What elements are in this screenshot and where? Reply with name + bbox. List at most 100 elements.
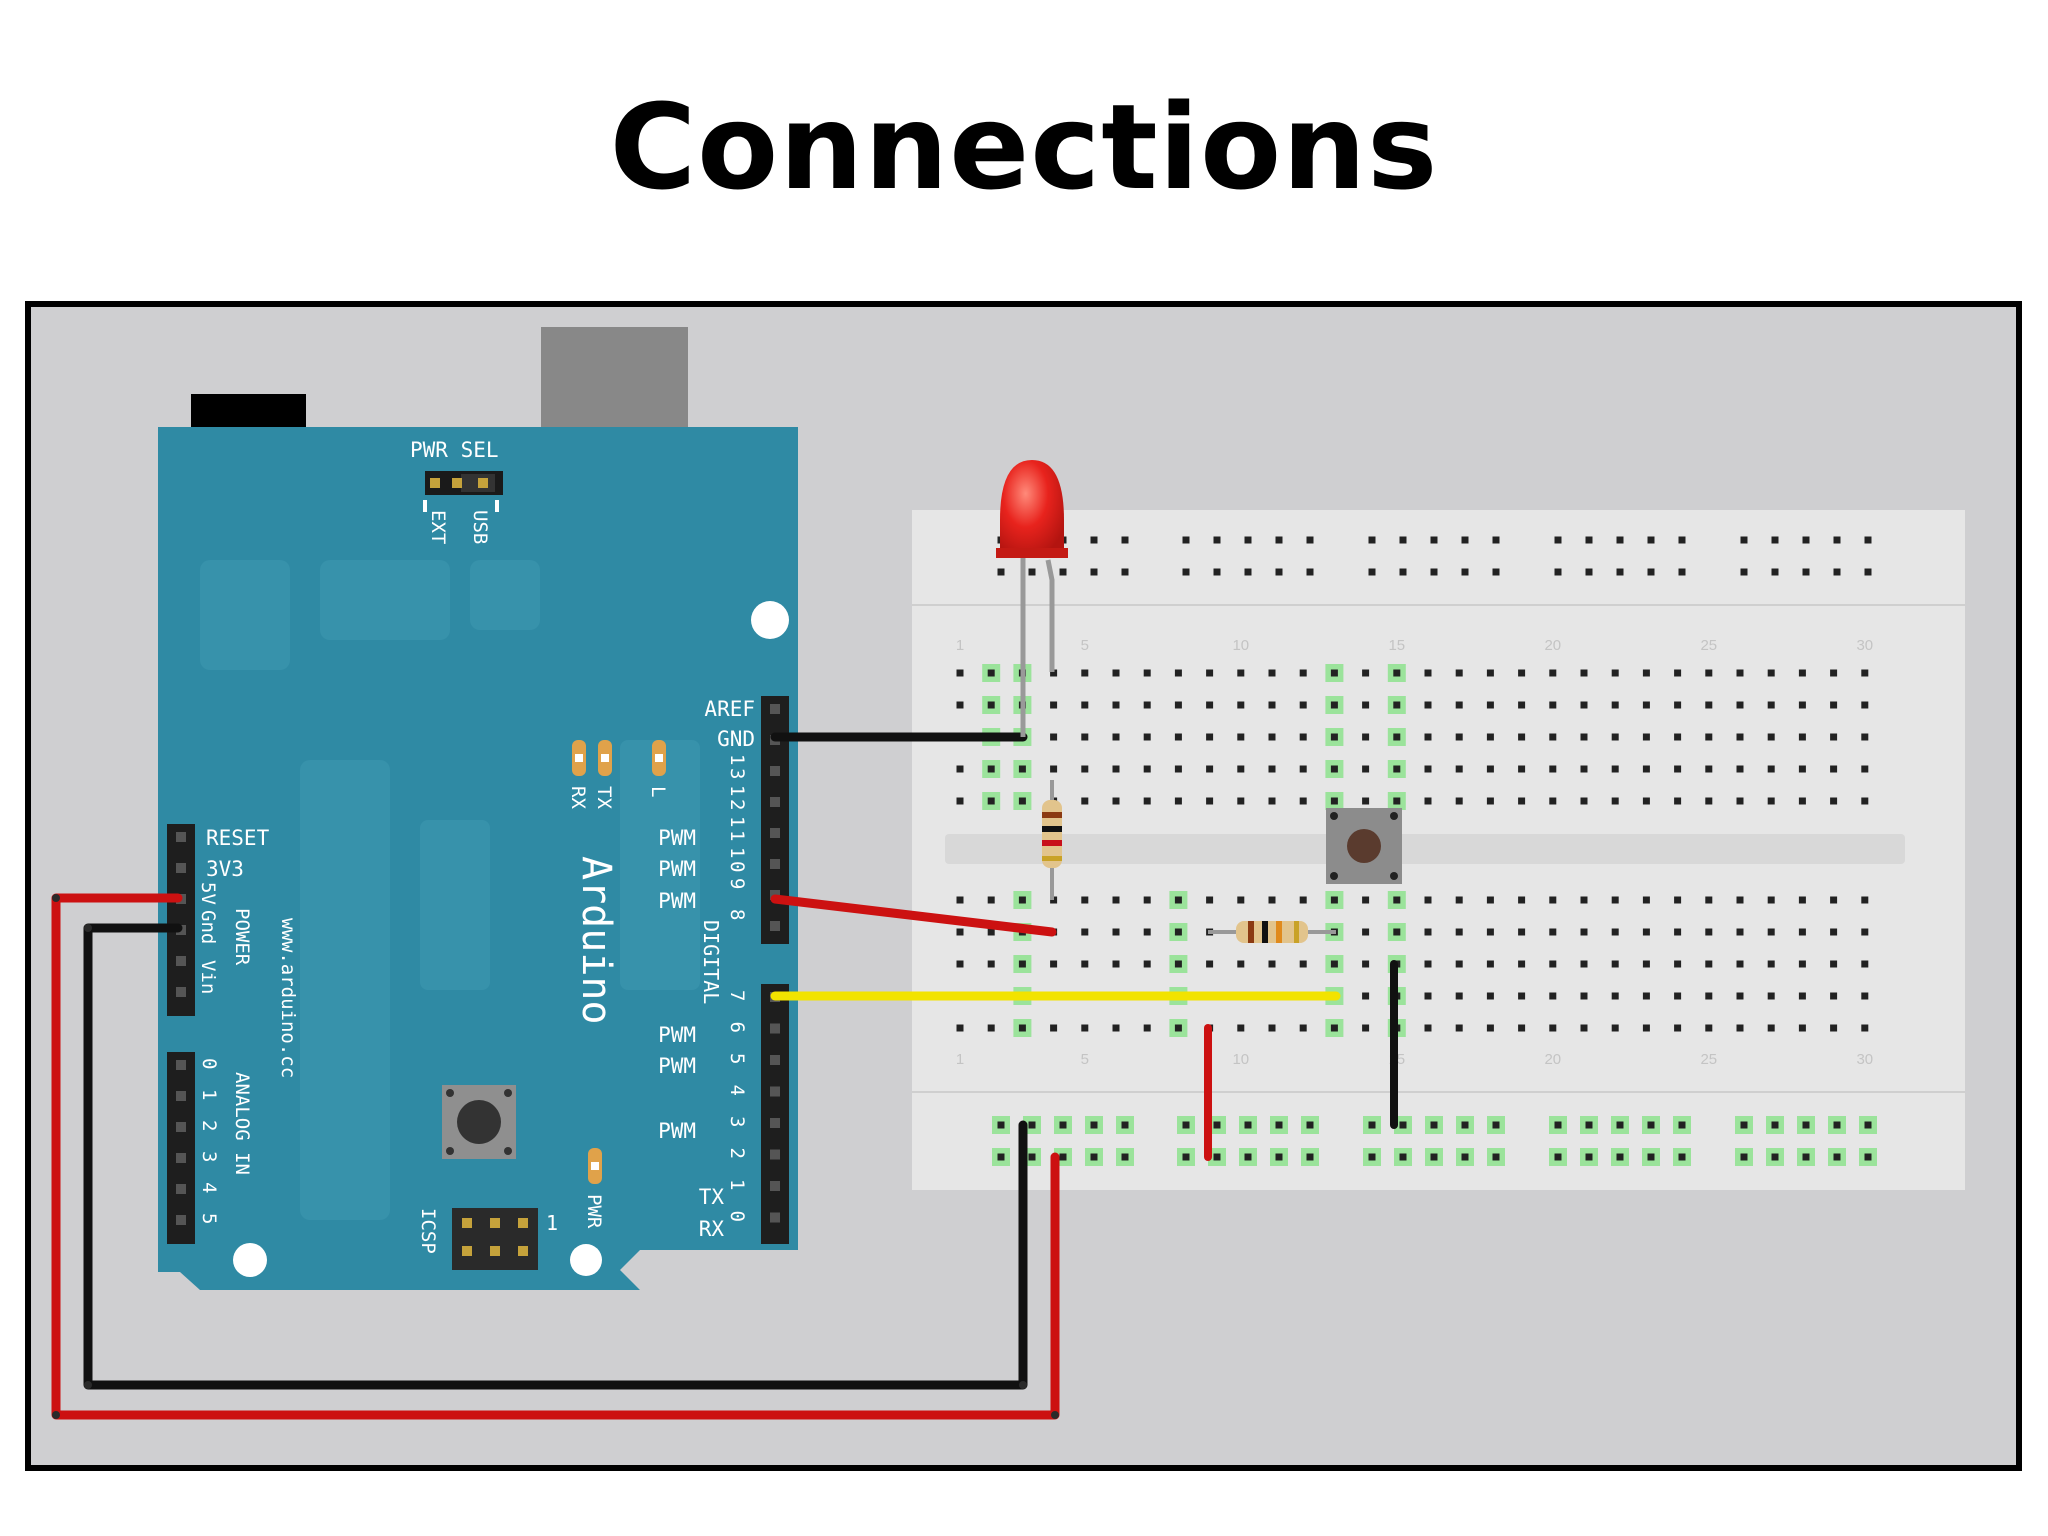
- breadboard-hole: [1518, 765, 1526, 773]
- breadboard-hole: [1174, 669, 1182, 677]
- rail-hole: [1492, 568, 1500, 576]
- digital-pin-label: 1: [726, 816, 748, 827]
- breadboard-hole: [1362, 797, 1370, 805]
- breadboard-hole: [1674, 1024, 1682, 1032]
- breadboard-hole: [1861, 701, 1869, 709]
- breadboard-hole: [1081, 765, 1089, 773]
- breadboard-hole: [1486, 733, 1494, 741]
- rail-hole: [1368, 568, 1376, 576]
- breadboard-hole: [1393, 928, 1401, 936]
- rail-hole: [1492, 1121, 1500, 1129]
- column-number: 10: [1232, 637, 1249, 654]
- rail-hole: [1833, 1153, 1841, 1161]
- rail-hole: [1028, 568, 1036, 576]
- breadboard-hole: [1299, 797, 1307, 805]
- breadboard-hole: [1018, 1024, 1026, 1032]
- breadboard-hole: [1018, 960, 1026, 968]
- rail-hole: [1678, 1153, 1686, 1161]
- rx-led-label: RX: [567, 786, 589, 809]
- breadboard-hole: [1736, 896, 1744, 904]
- breadboard-hole: [1455, 733, 1463, 741]
- breadboard-hole: [1705, 765, 1713, 773]
- breadboard-hole: [1362, 669, 1370, 677]
- digital-pin: [770, 828, 780, 838]
- breadboard-hole: [1611, 765, 1619, 773]
- breadboard-hole: [1330, 960, 1338, 968]
- breadboard-hole: [1611, 928, 1619, 936]
- rail-hole: [1121, 1153, 1129, 1161]
- rx-pin-label: RX: [699, 1217, 725, 1241]
- breadboard-hole: [1455, 928, 1463, 936]
- breadboard-hole: [1767, 896, 1775, 904]
- breadboard-hole: [1798, 669, 1806, 677]
- rail-hole: [1802, 536, 1810, 544]
- digital-pin-label: 1: [726, 1179, 748, 1190]
- breadboard-hole: [1393, 733, 1401, 741]
- rail-hole: [1090, 1121, 1098, 1129]
- power-pin-3v3: 3V3: [206, 857, 244, 881]
- breadboard-hole: [1861, 992, 1869, 1000]
- analog-group-label: ANALOG IN: [231, 1072, 253, 1175]
- rail-hole: [1740, 536, 1748, 544]
- breadboard-hole: [1861, 797, 1869, 805]
- usb-label: USB: [469, 510, 491, 544]
- breadboard-hole: [1830, 669, 1838, 677]
- breadboard-hole: [1455, 765, 1463, 773]
- rail-hole: [1306, 1153, 1314, 1161]
- rail-hole: [1182, 1121, 1190, 1129]
- breadboard-hole: [1486, 765, 1494, 773]
- breadboard-hole: [1486, 669, 1494, 677]
- breadboard-hole: [956, 797, 964, 805]
- digital-pin-label: 8: [726, 909, 748, 920]
- analog-pin: [176, 1122, 186, 1132]
- breadboard-hole: [1081, 701, 1089, 709]
- breadboard-hole: [1081, 896, 1089, 904]
- pwm-label-5: PWM: [658, 1054, 696, 1078]
- pwm-label-6: PWM: [658, 1023, 696, 1047]
- power-group-label: POWER: [231, 908, 253, 966]
- breadboard-hole: [1580, 701, 1588, 709]
- breadboard-hole: [1611, 896, 1619, 904]
- breadboard-hole: [1798, 701, 1806, 709]
- digital-pin: [770, 1149, 780, 1160]
- breadboard-hole: [1362, 701, 1370, 709]
- breadboard-hole: [1143, 928, 1151, 936]
- reset-button[interactable]: [442, 1085, 516, 1159]
- breadboard-hole: [1611, 733, 1619, 741]
- power-header: [167, 824, 195, 1016]
- breadboard-hole: [1518, 992, 1526, 1000]
- breadboard-hole: [1767, 992, 1775, 1000]
- breadboard-hole: [1861, 669, 1869, 677]
- arduino-website: www.arduino.cc: [277, 918, 299, 1078]
- breadboard-hole: [1705, 701, 1713, 709]
- breadboard-hole: [1143, 1024, 1151, 1032]
- column-number: 5: [1081, 1051, 1089, 1068]
- rail-hole: [1028, 1121, 1036, 1129]
- breadboard-hole: [1174, 1024, 1182, 1032]
- breadboard-hole: [1861, 960, 1869, 968]
- breadboard-hole: [1642, 1024, 1650, 1032]
- breadboard-hole: [1268, 896, 1276, 904]
- breadboard-hole: [1424, 669, 1432, 677]
- power-pin-reset: RESET: [206, 826, 270, 850]
- breadboard-hole: [1050, 669, 1058, 677]
- breadboard-hole: [1580, 896, 1588, 904]
- breadboard-hole: [1736, 992, 1744, 1000]
- breadboard-hole: [1767, 669, 1775, 677]
- rail-hole: [1647, 1121, 1655, 1129]
- digital-pin: [770, 1181, 780, 1191]
- breadboard-hole: [1143, 960, 1151, 968]
- rail-hole: [1182, 568, 1190, 576]
- breadboard-hole: [1174, 733, 1182, 741]
- breadboard-hole: [1736, 669, 1744, 677]
- breadboard-hole: [1050, 765, 1058, 773]
- rail-hole: [1740, 1153, 1748, 1161]
- breadboard-hole: [1206, 669, 1214, 677]
- breadboard-hole: [1050, 960, 1058, 968]
- column-number: 5: [1081, 637, 1089, 654]
- push-button[interactable]: [1326, 808, 1402, 884]
- breadboard-hole: [1549, 701, 1557, 709]
- breadboard-hole: [987, 928, 995, 936]
